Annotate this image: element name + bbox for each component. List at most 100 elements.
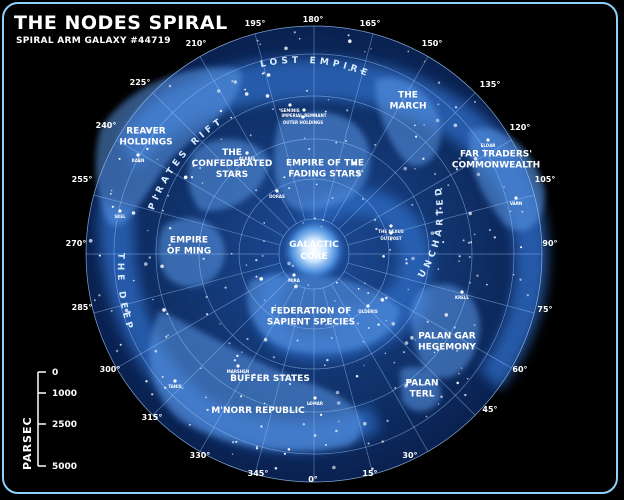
star	[458, 255, 461, 258]
star	[230, 116, 233, 119]
degree-label: 30°	[402, 451, 417, 460]
system-marker	[389, 224, 393, 228]
star	[423, 124, 425, 126]
star	[138, 160, 141, 163]
star	[367, 442, 370, 445]
star	[228, 342, 231, 345]
grid-spoke	[152, 278, 290, 416]
star	[241, 351, 243, 353]
star	[346, 109, 349, 112]
star	[206, 313, 209, 316]
star	[308, 403, 311, 405]
system-marker	[275, 189, 279, 193]
star	[255, 189, 258, 192]
region-label-line: TERL	[410, 390, 435, 400]
grid-spoke	[254, 287, 306, 475]
star	[337, 420, 340, 423]
system-label: IMPERIAL REMNANT	[281, 113, 326, 118]
star	[389, 238, 393, 241]
star	[417, 274, 419, 276]
star	[520, 246, 523, 249]
star	[255, 447, 259, 450]
star	[435, 211, 438, 214]
star	[403, 351, 405, 354]
system-label: KRELL	[455, 295, 469, 300]
star	[266, 73, 271, 77]
star	[476, 172, 481, 177]
degree-label: 15°	[362, 469, 377, 478]
region-label-buffer[interactable]: BUFFER STATES	[230, 374, 310, 384]
star	[356, 322, 360, 325]
star	[256, 39, 259, 42]
star	[325, 323, 327, 326]
star	[162, 209, 164, 212]
star	[98, 293, 101, 297]
grid-spoke	[254, 33, 306, 221]
star	[298, 37, 301, 40]
star	[118, 157, 121, 160]
system-label: KARN	[132, 158, 145, 163]
region-label-fartraders[interactable]: FAR TRADERS'COMMONWEALTH	[452, 150, 540, 171]
system-label: SKEL	[114, 214, 126, 219]
core-label-line-1: GALACTIC	[289, 240, 339, 250]
star	[205, 396, 207, 399]
star	[315, 183, 318, 186]
star	[411, 203, 414, 206]
star	[167, 334, 169, 336]
star	[467, 241, 471, 245]
star	[261, 72, 264, 75]
degree-label: 135°	[480, 80, 501, 89]
region-label-line: EMPIRE OF THE	[286, 159, 364, 169]
star	[509, 210, 512, 213]
star	[111, 205, 114, 208]
star	[519, 278, 522, 281]
star	[373, 218, 377, 222]
star	[348, 68, 351, 72]
star	[440, 395, 443, 399]
star	[357, 171, 361, 175]
star	[464, 393, 467, 397]
scale-tick-0: 0	[52, 368, 58, 378]
star	[110, 189, 113, 192]
star	[361, 198, 364, 200]
star	[404, 384, 408, 388]
star	[160, 264, 164, 269]
star	[440, 187, 443, 190]
region-label-line: FAR TRADERS'	[460, 150, 532, 160]
star	[152, 298, 154, 301]
system-marker	[136, 153, 140, 157]
star	[437, 81, 441, 84]
star	[259, 277, 264, 281]
star	[455, 349, 459, 352]
star	[336, 401, 341, 405]
core-label-line-2: CORE	[300, 252, 327, 262]
star	[115, 349, 119, 353]
star	[246, 337, 249, 341]
region-label-line: THE	[222, 148, 242, 158]
system-marker	[288, 103, 292, 107]
star	[331, 337, 333, 339]
grid-spoke	[199, 56, 297, 224]
region-label-mnorr[interactable]: M'NORR REPUBLIC	[211, 406, 305, 416]
star	[161, 375, 164, 378]
star	[240, 395, 243, 398]
star	[283, 176, 286, 179]
star	[335, 141, 338, 144]
system-marker	[366, 304, 370, 308]
system-marker	[236, 364, 240, 368]
star	[308, 307, 310, 309]
degree-label: 45°	[482, 405, 497, 414]
star	[272, 108, 274, 110]
star	[132, 279, 135, 282]
map-frame	[2, 2, 618, 494]
star	[362, 340, 365, 343]
